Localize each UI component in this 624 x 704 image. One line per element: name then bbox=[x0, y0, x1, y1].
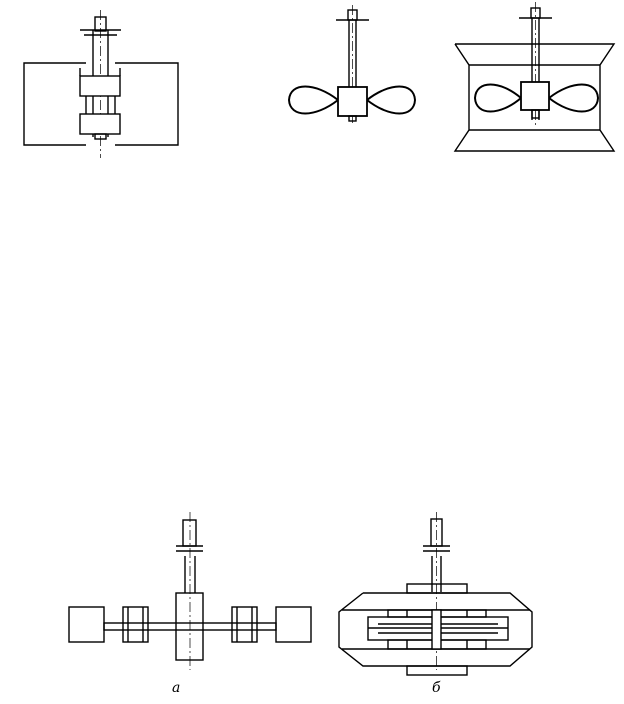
closed-turbine-mixer-drawing bbox=[338, 512, 533, 676]
paddle-mixer-drawing bbox=[23, 10, 179, 158]
label-a: а bbox=[172, 680, 180, 696]
propeller-in-diffuser-drawing bbox=[453, 2, 616, 152]
open-turbine-mixer-drawing bbox=[68, 512, 312, 670]
label-b: б bbox=[432, 680, 441, 696]
propeller-mixer-drawing bbox=[287, 5, 417, 125]
